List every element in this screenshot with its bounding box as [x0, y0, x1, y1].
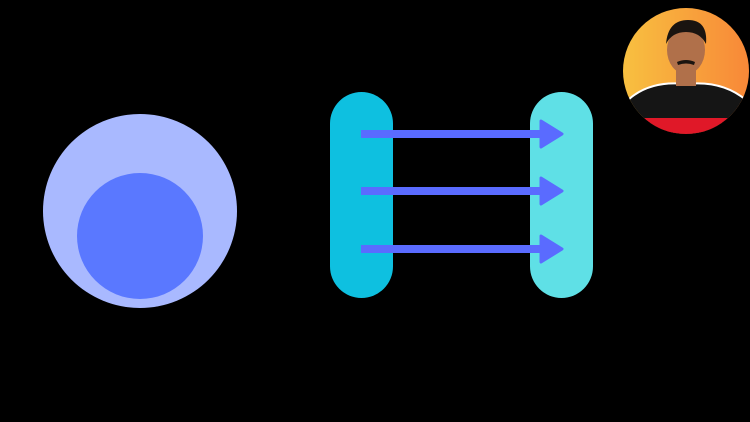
instructor-avatar	[623, 8, 749, 134]
subset-diagram	[43, 114, 237, 308]
mapping-diagram	[330, 92, 593, 298]
mapping-arrow	[361, 119, 564, 149]
mapping-arrow	[361, 176, 564, 206]
inner-subset-circle	[77, 173, 203, 299]
mapping-arrow	[361, 234, 564, 264]
